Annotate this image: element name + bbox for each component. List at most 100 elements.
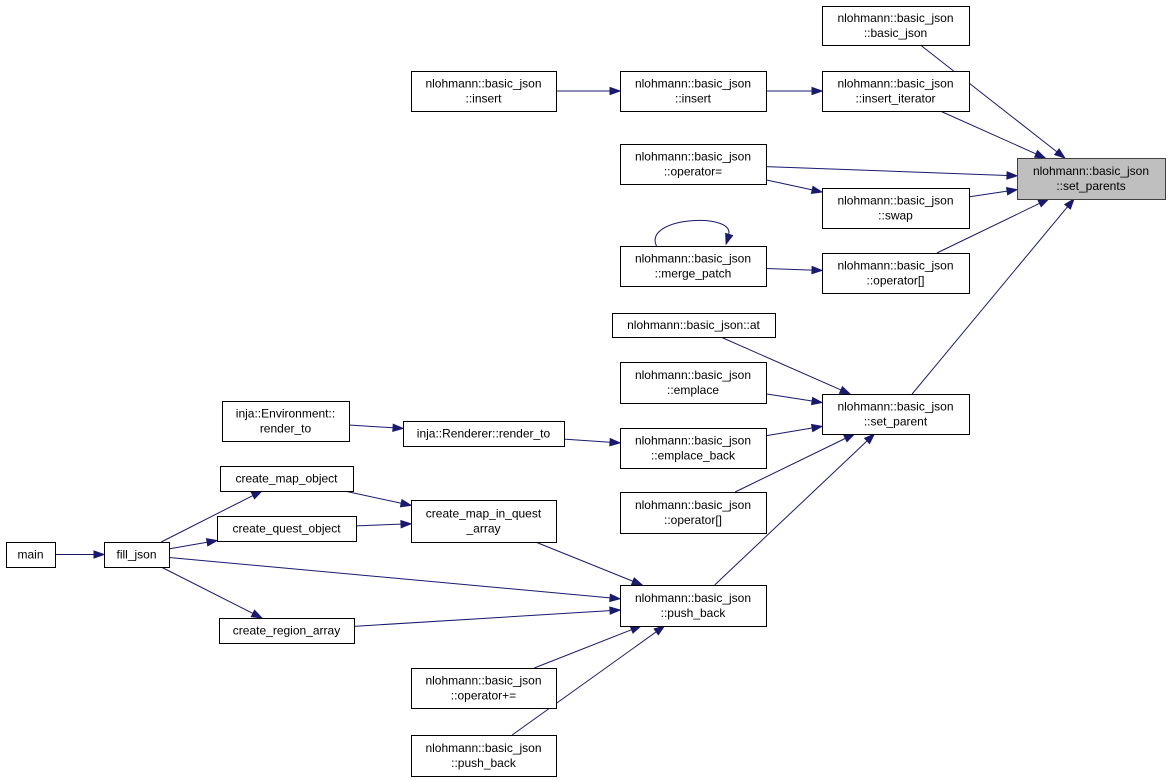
node-create-map-object[interactable]: create_map_object — [220, 466, 354, 492]
edge-create_map_object-to-create_map_in_quest_array-arrowhead — [399, 498, 413, 508]
edge-create_map_in_quest_array-to-push_back_a — [535, 541, 644, 586]
edge-create_quest_object-to-create_map_in_quest_array — [355, 519, 413, 529]
edge-fill_json-to-create_map_object-arrowhead — [250, 490, 264, 500]
edge-insert_b-to-insert_a — [556, 86, 622, 96]
edge-fill_json-to-create_quest_object-arrowhead — [205, 538, 219, 547]
edge-operator_assign-to-swap-line — [765, 179, 813, 191]
node-renderer-render-to[interactable]: inja::Renderer::render_to — [403, 421, 565, 447]
node-insert-iterator-box — [822, 71, 970, 112]
node-set-parent-box — [822, 394, 970, 435]
node-push-back-b[interactable]: nlohmann::basic_json::push_back — [411, 735, 557, 777]
node-push-back-a-label-1: ::push_back — [661, 606, 727, 620]
node-operator-assign[interactable]: nlohmann::basic_json::operator= — [620, 144, 767, 185]
node-push-back-a[interactable]: nlohmann::basic_json::push_back — [620, 585, 767, 627]
node-create-region-array-box — [219, 618, 355, 644]
edge-set_parent-to-set_parents — [911, 197, 1075, 395]
node-create-quest-object[interactable]: create_quest_object — [217, 516, 357, 542]
edge-fill_json-to-create_quest_object-line — [168, 541, 208, 550]
node-create-region-array-label-0: create_region_array — [233, 624, 340, 638]
node-fill-json[interactable]: fill_json — [104, 542, 170, 568]
edge-create_map_object-to-create_map_in_quest_array-line — [344, 490, 402, 504]
node-emplace-label-1: ::emplace — [667, 383, 719, 397]
edge-renderer_render_to-to-emplace_back-line — [563, 438, 611, 443]
node-set-parent[interactable]: nlohmann::basic_json::set_parent — [822, 394, 970, 435]
edge-renderer_render_to-to-emplace_back — [563, 437, 622, 447]
node-env-render-to[interactable]: inja::Environment::render_to — [222, 401, 350, 442]
node-operator-idx-a-box — [822, 253, 970, 294]
node-operator-plus-assign-label-1: ::operator+= — [451, 689, 516, 703]
node-operator-idx-a-label-1: ::operator[] — [866, 274, 924, 288]
edge-create_region_array-to-push_back_a — [353, 606, 622, 627]
node-main[interactable]: main — [6, 542, 56, 568]
node-insert-a-label-0: nlohmann::basic_json — [635, 77, 751, 91]
node-emplace-back[interactable]: nlohmann::basic_json::emplace_back — [620, 428, 767, 469]
node-merge-patch-box — [620, 246, 767, 287]
edge-emplace-to-set_parent — [765, 393, 824, 406]
edge-insert_a-to-insert_iterator-arrowhead — [811, 86, 824, 96]
node-operator-idx-b[interactable]: nlohmann::basic_json::operator[] — [620, 492, 767, 534]
node-set-parents-label-0: nlohmann::basic_json — [1033, 164, 1149, 178]
node-insert-iterator-label-1: ::insert_iterator — [855, 92, 935, 106]
node-operator-idx-b-label-1: ::operator[] — [664, 513, 722, 527]
edge-at-to-set_parent-arrowhead — [838, 385, 852, 395]
edge-merge_patch-to-operator_idx_a-arrowhead — [811, 265, 824, 275]
edge-create_map_in_quest_array-to-push_back_a-line — [535, 541, 634, 582]
node-insert-b-label-1: ::insert — [465, 92, 502, 106]
edge-operator_idx_b-to-set_parent — [734, 433, 856, 493]
node-swap[interactable]: nlohmann::basic_json::swap — [822, 188, 970, 229]
node-swap-label-0: nlohmann::basic_json — [837, 194, 953, 208]
node-at[interactable]: nlohmann::basic_json::at — [612, 313, 776, 338]
node-env-render-to-label-0: inja::Environment:: — [236, 407, 335, 421]
node-insert-b-box — [411, 71, 557, 112]
node-create-map-in-quest-array[interactable]: create_map_in_quest_array — [411, 500, 557, 543]
edge-operator_plus_assign-to-push_back_a-line — [534, 629, 632, 669]
node-merge-patch-label-0: nlohmann::basic_json — [635, 252, 751, 266]
edge-insert_b-to-insert_a-arrowhead — [609, 86, 622, 96]
edge-fill_json-to-create_region_array — [160, 566, 264, 619]
edge-create_quest_object-to-create_map_in_quest_array-line — [355, 523, 402, 527]
node-create-map-in-quest-array-label-1: _array — [465, 522, 500, 536]
node-operator-idx-a-label-0: nlohmann::basic_json — [837, 259, 953, 273]
node-fill-json-label-0: fill_json — [116, 548, 156, 562]
node-insert-b[interactable]: nlohmann::basic_json::insert — [411, 71, 557, 112]
nodes-layer: nlohmann::basic_json::set_parentsnlohman… — [6, 6, 1166, 777]
node-emplace-label-0: nlohmann::basic_json — [635, 368, 751, 382]
node-env-render-to-label-1: render_to — [260, 422, 312, 436]
node-insert-a[interactable]: nlohmann::basic_json::insert — [620, 71, 767, 112]
node-main-label-0: main — [17, 548, 43, 562]
edge-insert_a-to-insert_iterator — [766, 86, 824, 96]
node-emplace[interactable]: nlohmann::basic_json::emplace — [620, 362, 767, 404]
node-merge-patch[interactable]: nlohmann::basic_json::merge_patch — [620, 246, 767, 287]
node-create-region-array[interactable]: create_region_array — [219, 618, 355, 644]
node-set-parents-label-1: ::set_parents — [1056, 179, 1125, 193]
edge-emplace_back-to-set_parent-line — [765, 427, 813, 437]
node-operator-plus-assign[interactable]: nlohmann::basic_json::operator+= — [411, 668, 557, 709]
node-basic-json[interactable]: nlohmann::basic_json::basic_json — [822, 6, 970, 46]
node-operator-idx-a[interactable]: nlohmann::basic_json::operator[] — [822, 253, 970, 294]
edge-insert_iterator-to-set_parents-line — [939, 110, 1037, 155]
node-set-parents[interactable]: nlohmann::basic_json::set_parents — [1017, 158, 1166, 200]
edge-emplace-to-set_parent-line — [765, 393, 813, 402]
node-at-box — [612, 313, 776, 338]
edge-basic_json-to-set_parents — [920, 44, 1066, 159]
edge-fill_json-to-push_back_a — [168, 556, 622, 603]
edge-insert_iterator-to-set_parents — [939, 110, 1047, 159]
node-set-parent-label-1: ::set_parent — [864, 415, 928, 429]
edge-operator_assign-to-set_parents — [765, 166, 1019, 180]
edge-emplace_back-to-set_parent — [765, 423, 824, 437]
node-insert-iterator[interactable]: nlohmann::basic_json::insert_iterator — [822, 71, 970, 112]
node-set-parents-box — [1017, 158, 1166, 200]
node-insert-a-label-1: ::insert — [675, 92, 712, 106]
node-create-quest-object-label-0: create_quest_object — [232, 522, 341, 536]
node-insert-a-box — [620, 71, 767, 112]
node-create-quest-object-box — [217, 516, 357, 542]
edge-merge_patch-to-merge_patch-line — [654, 219, 730, 247]
edge-emplace_back-to-set_parent-arrowhead — [810, 423, 824, 433]
node-set-parent-label-0: nlohmann::basic_json — [837, 400, 953, 414]
edge-create_map_object-to-create_map_in_quest_array — [344, 490, 413, 508]
node-basic-json-label-1: ::basic_json — [864, 26, 927, 40]
edge-insert_iterator-to-set_parents-arrowhead — [1033, 149, 1047, 159]
edge-create_region_array-to-push_back_a-line — [353, 610, 611, 627]
node-basic-json-box — [822, 6, 970, 46]
